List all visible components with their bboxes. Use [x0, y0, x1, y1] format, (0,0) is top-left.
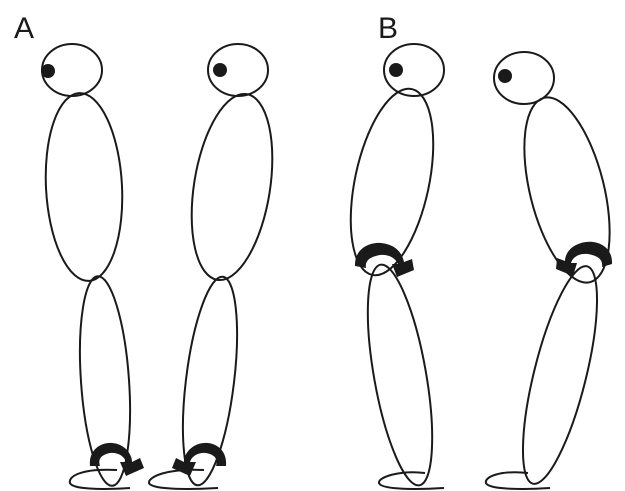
panel-label-b: B — [378, 12, 398, 45]
figure-a-right — [149, 44, 284, 489]
eye — [498, 69, 512, 83]
leg — [173, 274, 246, 488]
leg — [355, 260, 445, 490]
panel-label-a: A — [14, 12, 34, 45]
torso — [180, 88, 284, 286]
eye — [41, 64, 55, 78]
eye — [213, 63, 227, 77]
torso — [41, 91, 127, 283]
eye — [389, 63, 403, 77]
leg — [508, 260, 613, 490]
counterclockwise-rotation-arrow-icon — [172, 443, 226, 476]
figure-b-left — [336, 44, 448, 490]
foot — [379, 472, 444, 489]
figure-b-right — [486, 52, 625, 490]
figure-a-left — [41, 44, 144, 489]
